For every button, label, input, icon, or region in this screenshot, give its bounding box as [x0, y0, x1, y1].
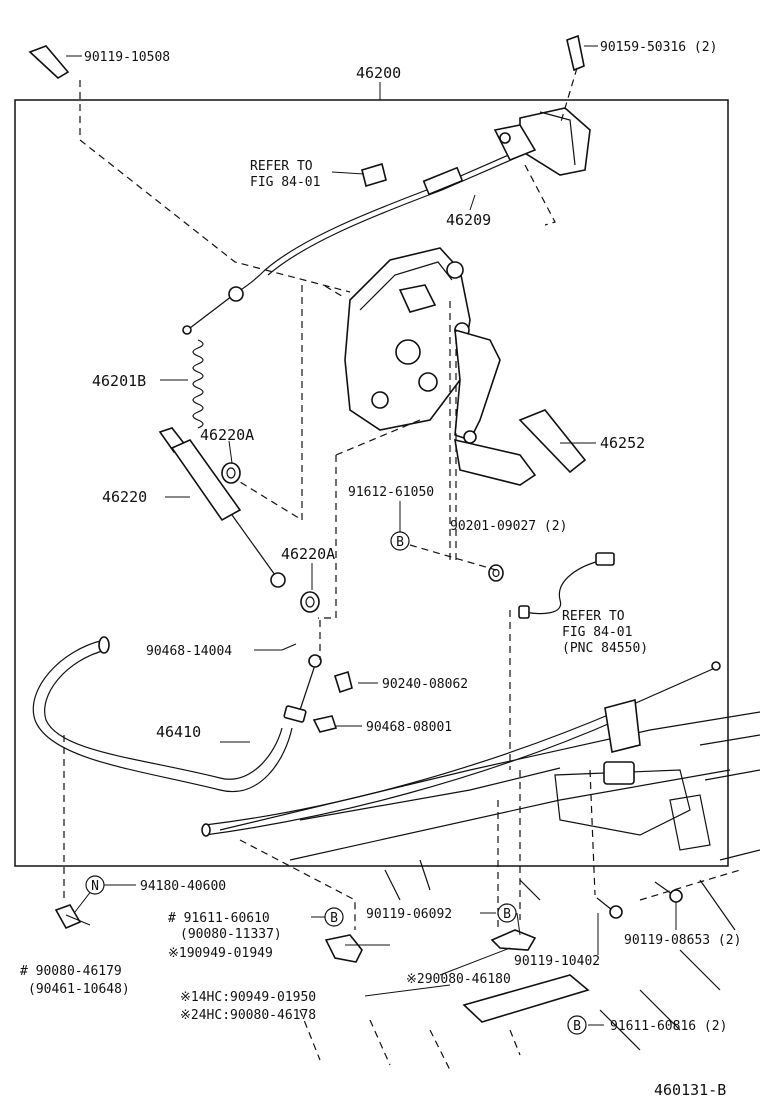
release-handle-bracket: [493, 107, 591, 176]
svg-text:B: B: [573, 1019, 581, 1034]
label-90468-08001: 90468-08001: [366, 720, 452, 735]
label-290080-46180: ※290080-46180: [406, 972, 511, 987]
svg-text:B: B: [503, 907, 511, 922]
grommet-46220A-lower: [300, 591, 320, 613]
label-refer-bottom-1: REFER TO: [562, 609, 625, 624]
label-90468-14004: 90468-14004: [146, 644, 232, 659]
clip-90949-01949: [324, 934, 363, 963]
label-46410: 46410: [156, 723, 201, 741]
svg-text:B: B: [330, 911, 338, 926]
connector-refer-top: [331, 162, 387, 188]
switch-wire: [518, 552, 615, 619]
clip-90080-46179: [54, 904, 91, 930]
label-24hc: ※24HC:90080-46178: [180, 1008, 316, 1023]
pedal-pad-46252: [518, 409, 587, 474]
assembly-frame: [14, 99, 729, 867]
pedal-bracket: [344, 247, 471, 431]
label-refer-bottom-3: (PNC 84550): [562, 641, 648, 656]
label-94180-40600: 94180-40600: [140, 879, 226, 894]
label-46252: 46252: [600, 434, 645, 452]
marker-n: N: [85, 875, 105, 895]
label-90080-11337: (90080-11337): [180, 927, 282, 942]
cable-46209: [182, 149, 521, 335]
label-46201B: 46201B: [92, 372, 146, 390]
label-refer-top-2: FIG 84-01: [250, 175, 320, 190]
cable-end-fittings: [281, 643, 353, 733]
label-46200: 46200: [356, 64, 401, 82]
label-46220: 46220: [102, 488, 147, 506]
svg-text:N: N: [91, 879, 99, 894]
marker-b-1: B: [390, 531, 410, 551]
dashed-guides: [63, 67, 741, 1071]
svg-text:B: B: [396, 535, 404, 550]
bolt-top-left: [28, 45, 70, 79]
washer-90201-09027: [488, 564, 504, 582]
label-90240-08062: 90240-08062: [382, 677, 468, 692]
marker-b-2: B: [324, 907, 344, 927]
spring-46201B: [192, 339, 204, 429]
label-90201-09027: 90201-09027 (2): [450, 519, 567, 534]
label-46220A-upper: 46220A: [200, 426, 254, 444]
clamp-91611-60816: [462, 974, 590, 1023]
diagram-id: 460131-B: [654, 1081, 726, 1099]
label-14hc: ※14HC:90949-01950: [180, 990, 316, 1005]
bolt-90119-10402: [596, 897, 623, 919]
marker-b-4: B: [567, 1015, 587, 1035]
label-46220A-lower: 46220A: [281, 545, 335, 563]
label-90119-06092: 90119-06092: [366, 907, 452, 922]
label-90080-46179: # 90080-46179: [20, 964, 122, 979]
leader-lines: [66, 45, 677, 1026]
label-91611-60610: # 91611-60610: [168, 911, 270, 926]
grommet-46220A-upper: [221, 462, 241, 484]
pedal-arm: [454, 328, 537, 486]
release-cable-long: [201, 661, 721, 837]
label-90119-10402: 90119-10402: [514, 954, 600, 969]
clip-90080-46180: [490, 929, 537, 951]
marker-b-3: B: [497, 903, 517, 923]
label-91612-61050: 91612-61050: [348, 485, 434, 500]
label-91611-60816: 91611-60816 (2): [610, 1019, 727, 1034]
label-90119-08653: 90119-08653 (2): [624, 933, 741, 948]
damper-46220: [158, 427, 286, 588]
label-190949-01949: ※190949-01949: [168, 946, 273, 961]
bolt-top-right: [566, 34, 585, 72]
label-46209: 46209: [446, 211, 491, 229]
label-90119-10508: 90119-10508: [84, 50, 170, 65]
label-90159-50316: 90159-50316 (2): [600, 40, 717, 55]
tube-46410: [32, 636, 293, 793]
label-refer-bottom-2: FIG 84-01: [562, 625, 632, 640]
label-90461-10648: (90461-10648): [28, 982, 130, 997]
label-refer-top-1: REFER TO: [250, 159, 313, 174]
